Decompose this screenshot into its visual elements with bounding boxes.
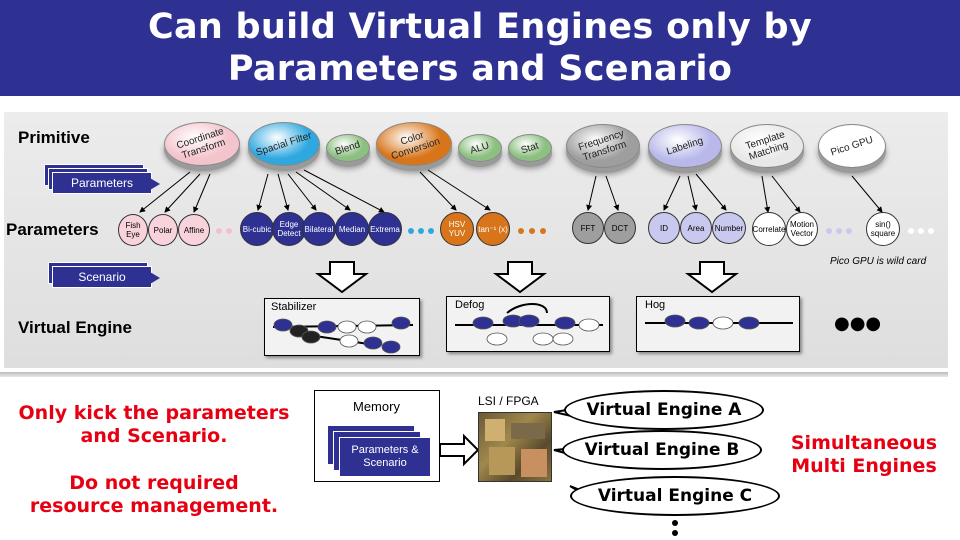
param-fish-eye: Fish Eye <box>118 214 148 246</box>
chip-image-icon <box>478 412 552 482</box>
bubble-engine-b: Virtual Engine B <box>562 430 762 470</box>
pico-note: Pico GPU is wild card <box>830 256 927 267</box>
chip-label: LSI / FPGA <box>478 394 539 408</box>
more-dot <box>672 530 678 536</box>
dot <box>529 228 535 234</box>
primitive-blend: Blend <box>326 134 370 162</box>
parameters-label: Parameters <box>6 220 99 239</box>
engine-defog-graph <box>455 303 603 346</box>
dot <box>836 228 842 234</box>
memory-content: Parameters & Scenario <box>339 437 431 477</box>
param-area: Area <box>680 212 712 244</box>
left-note-2: Do not required resource management. <box>29 472 279 517</box>
virtual-engine-label: Virtual Engine <box>18 318 132 337</box>
engine-stabilizer: Stabilizer <box>264 298 420 356</box>
title-banner: Can build Virtual Engines only by Parame… <box>0 0 960 96</box>
param-tan: tan⁻¹ (x) <box>476 212 510 246</box>
primitive-alu: ALU <box>458 134 502 162</box>
primitive-frequency-transform: Frequency Transform <box>566 124 640 168</box>
param-fft: FFT <box>572 212 604 244</box>
param-affine: Affine <box>178 214 210 246</box>
primitive-labeling: Labeling <box>648 124 722 168</box>
title-line-1: Can build Virtual Engines only by <box>147 7 813 47</box>
separator <box>0 372 948 377</box>
primitive-label: Primitive <box>18 128 90 147</box>
param-correlate: Correlate <box>752 212 786 246</box>
dot <box>908 228 914 234</box>
engine-hog-title: Hog <box>645 299 666 311</box>
dot <box>826 228 832 234</box>
dot <box>518 228 524 234</box>
dot <box>408 228 414 234</box>
more-engines-ellipsis: ●●● <box>834 313 882 334</box>
bubble-engine-a: Virtual Engine A <box>564 390 764 430</box>
scenario-arrow-icon <box>150 272 160 284</box>
primitive-coordinate-transform: Coordinate Transform <box>164 122 240 166</box>
dot <box>928 228 934 234</box>
dot <box>428 228 434 234</box>
primitive-template-matching: Template Matching <box>730 124 804 168</box>
param-id: ID <box>648 212 680 244</box>
engine-defog: Defog <box>446 296 610 352</box>
bubble-engine-c: Virtual Engine C <box>570 476 780 516</box>
more-dot <box>672 520 678 526</box>
param-dct: DCT <box>604 212 636 244</box>
param-bicubic: Bi-cubic <box>240 212 274 246</box>
dot <box>226 228 232 234</box>
dot <box>540 228 546 234</box>
engine-hog: Hog <box>636 296 800 352</box>
engine-hog-graph <box>645 314 793 330</box>
param-sin-square: sin() square <box>866 212 900 246</box>
param-median: Median <box>335 212 369 246</box>
primitive-stat: Stat <box>508 134 552 162</box>
left-note-1: Only kick the parameters and Scenario. <box>18 402 290 447</box>
engine-defog-title: Defog <box>455 299 485 311</box>
dot <box>216 228 222 234</box>
primitive-spacial-filter: Spacial Filter <box>248 122 320 166</box>
engine-stabilizer-title: Stabilizer <box>271 301 317 313</box>
dot <box>918 228 924 234</box>
engine-stabilizer-graph <box>272 316 414 354</box>
param-polar: Polar <box>148 214 178 246</box>
memory-box: Memory Parameters & Scenario <box>314 390 440 482</box>
param-number: Number <box>712 212 746 244</box>
dot <box>418 228 424 234</box>
param-bilateral: Bilateral <box>302 212 336 246</box>
primitive-pico-gpu: Pico GPU <box>818 124 886 168</box>
primitive-color-conversion: Color Conversion <box>376 122 452 166</box>
param-edge-detect: Edge Detect <box>272 212 306 246</box>
dot <box>846 228 852 234</box>
title-line-2: Parameters and Scenario <box>227 49 733 89</box>
parameters-stack: Parameters <box>52 172 152 194</box>
param-hsv-yuv: HSV YUV <box>440 212 474 246</box>
parameters-arrow-icon <box>150 178 160 190</box>
param-motion-vector: Motion Vector <box>786 212 818 246</box>
memory-title: Memory <box>353 399 400 414</box>
param-extrema: Extrema <box>368 212 402 246</box>
right-note: Simultaneous Multi Engines <box>790 432 938 477</box>
